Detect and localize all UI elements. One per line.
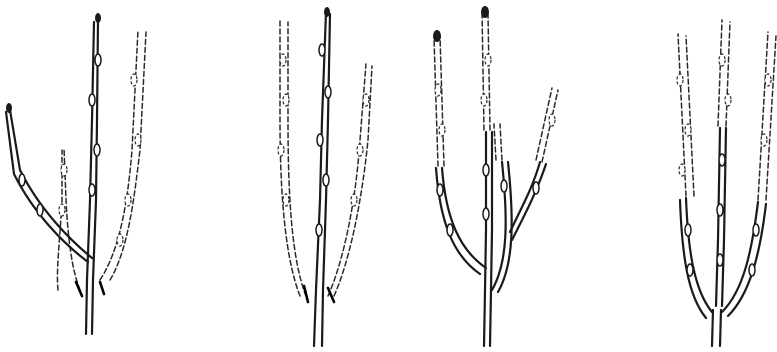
panel-2-solid-branches	[304, 7, 334, 346]
panel-1-solid-branches	[6, 13, 104, 334]
panel-1-dashed-shoots	[57, 30, 146, 290]
panel-4-dashed-shoots	[677, 20, 776, 200]
panel-3-dashed-shoots	[433, 6, 558, 166]
panel-4	[677, 20, 776, 346]
panel-1	[6, 13, 146, 334]
panel-2	[278, 7, 372, 346]
panel-3	[433, 6, 558, 346]
panel-3-solid-branches	[436, 132, 546, 346]
